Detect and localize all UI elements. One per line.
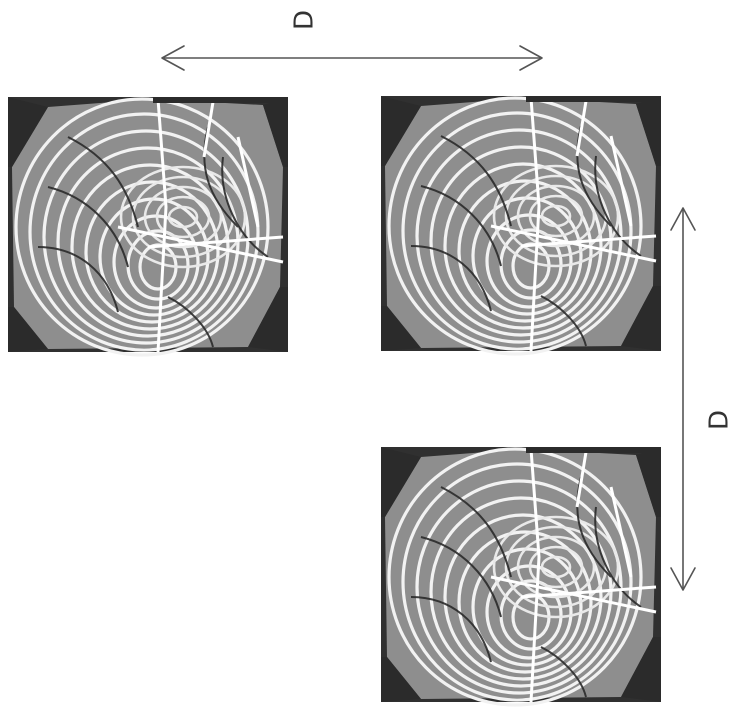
- horizontal-distance-label: D: [290, 10, 320, 30]
- vertical-distance-arrow: [671, 208, 695, 590]
- fingerprint-panel-top-right: [381, 96, 661, 354]
- fingerprint-panel-bottom-right: [381, 447, 661, 705]
- horizontal-distance-arrow: [162, 46, 542, 70]
- vertical-distance-label: D: [705, 410, 735, 430]
- fingerprint-panel-top-left: [8, 97, 288, 355]
